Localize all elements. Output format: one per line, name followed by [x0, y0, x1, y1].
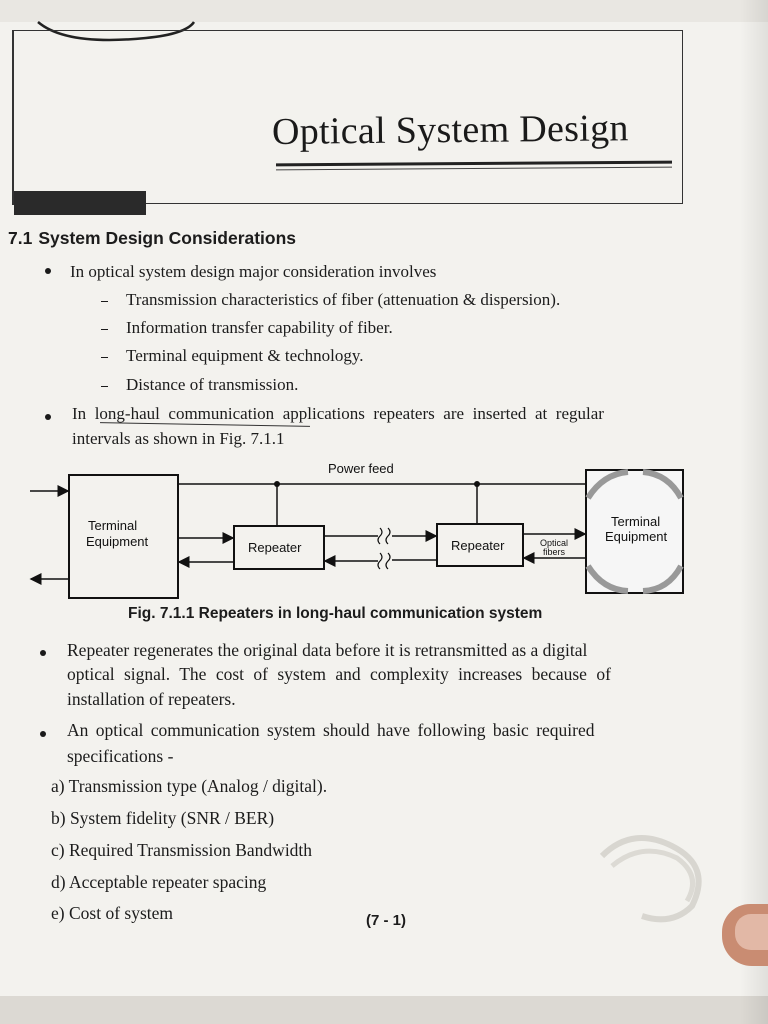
terminal-left-label-2: Equipment — [86, 534, 149, 549]
terminal-right-label-1: Terminal — [611, 514, 661, 529]
page-binding-shadow — [740, 0, 768, 1024]
terminal-right-label-2: Equipment — [605, 529, 668, 544]
dash-marker — [101, 386, 108, 388]
sub-item: Terminal equipment & technology. — [126, 346, 364, 365]
sub-item: Transmission characteristics of fiber (a… — [126, 290, 561, 309]
chapter-header-box — [14, 30, 683, 204]
bullet-marker — [40, 650, 46, 656]
dash-marker — [101, 357, 108, 359]
spec-item: a) Transmission type (Analog / digital). — [51, 776, 328, 796]
dash-marker — [101, 329, 108, 331]
chapter-box-left-edge — [12, 30, 14, 205]
bullet-text: installation of repeaters. — [67, 689, 236, 709]
sub-item: Information transfer capability of fiber… — [126, 318, 393, 337]
page-bottom-edge — [0, 996, 768, 1024]
section-number: 7.1 — [8, 228, 33, 248]
page-number: (7 - 1) — [366, 912, 407, 929]
thumb-nail — [735, 914, 768, 950]
sub-item: Distance of transmission. — [126, 375, 299, 394]
repeater-diagram: Power feed Terminal Equipment Repeater R… — [28, 458, 692, 608]
spec-item: e) Cost of system — [51, 903, 174, 923]
bullet-marker — [45, 268, 51, 274]
spec-item: c) Required Transmission Bandwidth — [51, 840, 313, 860]
repeater-label-2: Repeater — [451, 538, 505, 553]
spec-item: b) System fidelity (SNR / BER) — [51, 808, 275, 828]
bullet-marker — [40, 731, 46, 737]
bullet-text: specifications - — [67, 746, 174, 766]
header-curve-decoration — [37, 21, 196, 42]
chapter-dark-band — [14, 191, 146, 215]
terminal-left-label-1: Terminal — [88, 518, 138, 533]
dash-marker — [101, 301, 108, 303]
optical-fibers-label-1: Optical — [540, 538, 569, 548]
section-title: System Design Considerations — [38, 228, 297, 248]
bullet-text: optical signal. The cost of system and c… — [67, 664, 611, 684]
power-feed-label: Power feed — [328, 461, 394, 476]
optical-fibers-label-2: fibers — [543, 547, 566, 557]
repeater-label-1: Repeater — [248, 540, 302, 555]
bullet-text: In long-haul communication applications … — [72, 404, 604, 423]
diagram-lines — [29, 469, 684, 599]
chapter-title: Optical System Design — [271, 107, 629, 153]
bullet-text: In optical system design major considera… — [70, 262, 437, 281]
bullet-text: An optical communication system should h… — [67, 720, 595, 740]
figure-caption: Fig. 7.1.1 Repeaters in long-haul commun… — [128, 605, 543, 622]
bullet-text: Repeater regenerates the original data b… — [67, 640, 588, 660]
pencil-scribble — [599, 835, 702, 923]
spec-item: d) Acceptable repeater spacing — [51, 872, 267, 892]
bullet-text: intervals as shown in Fig. 7.1.1 — [72, 429, 285, 448]
bullet-marker — [45, 414, 51, 420]
